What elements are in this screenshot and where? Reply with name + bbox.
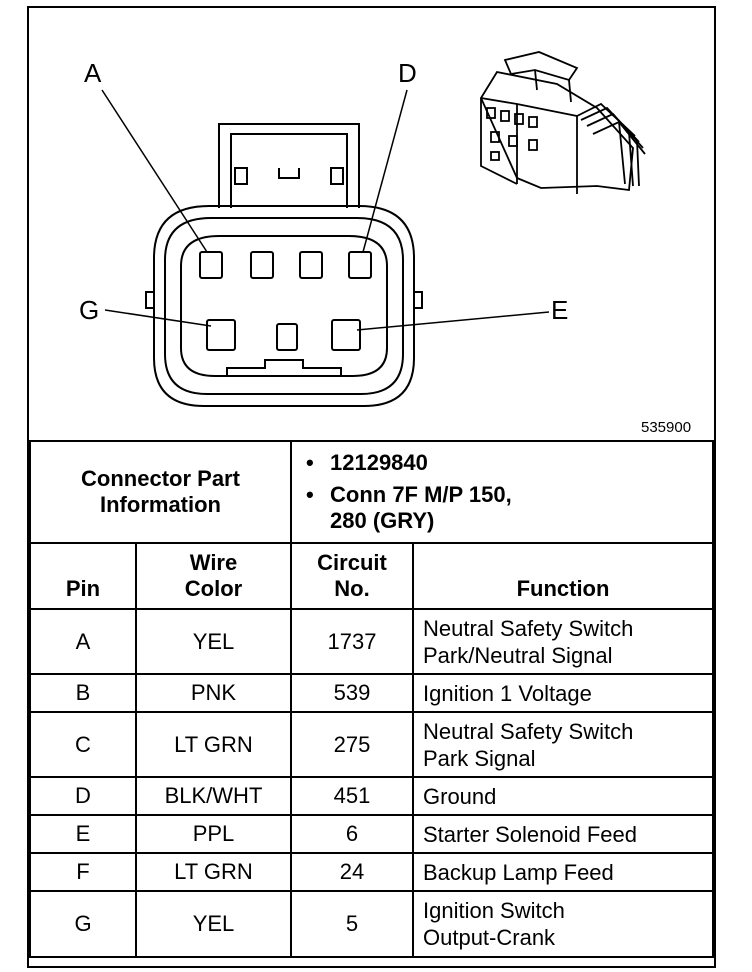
figure-number: 535900 [641, 419, 691, 436]
part-info-label: Connector Part Information [29, 440, 292, 544]
circuit-cell: 275 [290, 711, 414, 778]
cavity-e [331, 319, 361, 351]
wire-color-cell: PNK [135, 673, 292, 713]
pin-cell: F [29, 852, 137, 892]
function-cell: Backup Lamp Feed [412, 852, 714, 892]
wire-color-cell: PPL [135, 814, 292, 854]
figure-frame: A D G E 535900 [27, 6, 716, 968]
wire-color-cell: LT GRN [135, 711, 292, 778]
circuit-cell: 5 [290, 890, 414, 958]
function-cell: Starter Solenoid Feed [412, 814, 714, 854]
table-row: F LT GRN 24 Backup Lamp Feed [29, 852, 714, 892]
part-info-details: 12129840 Conn 7F M/P 150, 280 (GRY) [290, 440, 714, 544]
callout-g: G [79, 295, 99, 325]
cavity-a [199, 251, 223, 279]
table-row: D BLK/WHT 451 Ground [29, 776, 714, 816]
cavity-f [276, 323, 298, 351]
circuit-cell: 24 [290, 852, 414, 892]
function-cell: Ignition 1 Voltage [412, 673, 714, 713]
col-circuit-no: Circuit No. [290, 542, 414, 610]
part-info-label-line1: Connector Part [81, 466, 240, 491]
wire-color-cell: LT GRN [135, 852, 292, 892]
callout-d: D [398, 58, 417, 88]
wire-color-cell: BLK/WHT [135, 776, 292, 816]
col-wire-color: Wire Color [135, 542, 292, 610]
circuit-cell: 539 [290, 673, 414, 713]
pin-cell: A [29, 608, 137, 675]
function-cell: Ground [412, 776, 714, 816]
connector-face [145, 123, 423, 407]
col-function: Function [412, 542, 714, 610]
part-info-label-line2: Information [100, 492, 221, 517]
cavity-b [250, 251, 274, 279]
cavity-c [299, 251, 323, 279]
pin-cell: B [29, 673, 137, 713]
callout-leaders [101, 89, 550, 331]
callout-a: A [84, 58, 102, 88]
pin-cell: E [29, 814, 137, 854]
pin-cavities [199, 251, 372, 351]
pin-cell: G [29, 890, 137, 958]
connector-table: Connector Part Information 12129840 Conn… [29, 440, 714, 958]
column-header-row: Pin Wire Color Circuit No. Function [29, 542, 714, 610]
connector-diagram: A D G E 535900 [79, 51, 691, 436]
connector-description-line2: 280 (GRY) [330, 508, 435, 533]
wire-color-cell: YEL [135, 608, 292, 675]
circuit-cell: 6 [290, 814, 414, 854]
circuit-cell: 1737 [290, 608, 414, 675]
part-number: 12129840 [306, 450, 712, 476]
cavity-d [348, 251, 372, 279]
pin-cell: D [29, 776, 137, 816]
col-pin: Pin [29, 542, 137, 610]
pin-cell: C [29, 711, 137, 778]
table-row: E PPL 6 Starter Solenoid Feed [29, 814, 714, 854]
circuit-cell: 451 [290, 776, 414, 816]
callout-e: E [551, 295, 568, 325]
connector-iso-view [479, 51, 646, 194]
wire-color-cell: YEL [135, 890, 292, 958]
cavity-g [206, 319, 236, 351]
part-info-row: Connector Part Information 12129840 Conn… [29, 440, 714, 544]
connector-description-line1: Conn 7F M/P 150, [306, 482, 712, 508]
table-row: B PNK 539 Ignition 1 Voltage [29, 673, 714, 713]
